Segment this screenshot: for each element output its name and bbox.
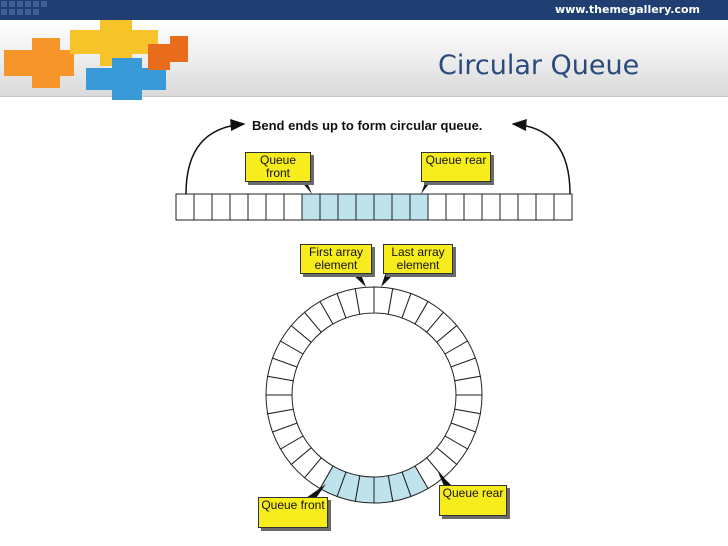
linear-array-cell [355, 193, 375, 221]
linear-array-cell [463, 193, 483, 221]
linear-array-cell [175, 193, 195, 221]
linear-array-cell [391, 193, 411, 221]
linear-array-cell [535, 193, 555, 221]
top-bar: www.themegallery.com [0, 0, 728, 20]
left-bend-arrow [185, 119, 246, 195]
linear-array-cell [283, 193, 303, 221]
linear-array-cell [427, 193, 447, 221]
callout-linear-queue-rear: Queue rear [421, 152, 491, 182]
linear-rear-pointer [421, 180, 432, 194]
circular-array [265, 286, 483, 504]
decorative-squares [1, 1, 47, 15]
callout-circle-queue-rear: Queue rear [439, 485, 507, 516]
linear-array-cell [337, 193, 357, 221]
linear-array-cell [445, 193, 465, 221]
linear-array-cell [481, 193, 501, 221]
linear-array-cell [553, 193, 573, 221]
page-title: Circular Queue [438, 50, 640, 81]
linear-array [175, 193, 573, 221]
circle-front-pointer [306, 484, 326, 498]
right-bend-arrow [511, 119, 571, 195]
first-element-pointer [350, 272, 366, 287]
callout-linear-queue-front: Queue front [245, 152, 311, 182]
bend-label: Bend ends up to form circular queue. [252, 118, 483, 133]
callout-last-array-element: Last array element [383, 244, 453, 274]
linear-array-cell [499, 193, 519, 221]
linear-array-cell [265, 193, 285, 221]
linear-array-cell [517, 193, 537, 221]
ring-array-cell [354, 286, 375, 315]
linear-front-pointer [300, 180, 312, 194]
callout-circle-queue-front: Queue front [258, 497, 328, 528]
site-url[interactable]: www.themegallery.com [554, 3, 700, 16]
linear-array-cell [409, 193, 429, 221]
linear-array-cell [373, 193, 393, 221]
linear-array-cell [211, 193, 231, 221]
callout-first-array-element: First array element [300, 244, 372, 274]
puzzle-logo-icon [4, 20, 188, 100]
linear-array-cell [301, 193, 321, 221]
last-element-pointer [381, 272, 396, 287]
linear-array-cell [193, 193, 213, 221]
linear-array-cell [229, 193, 249, 221]
linear-array-cell [319, 193, 339, 221]
circle-rear-pointer [438, 472, 452, 486]
linear-array-cell [247, 193, 267, 221]
